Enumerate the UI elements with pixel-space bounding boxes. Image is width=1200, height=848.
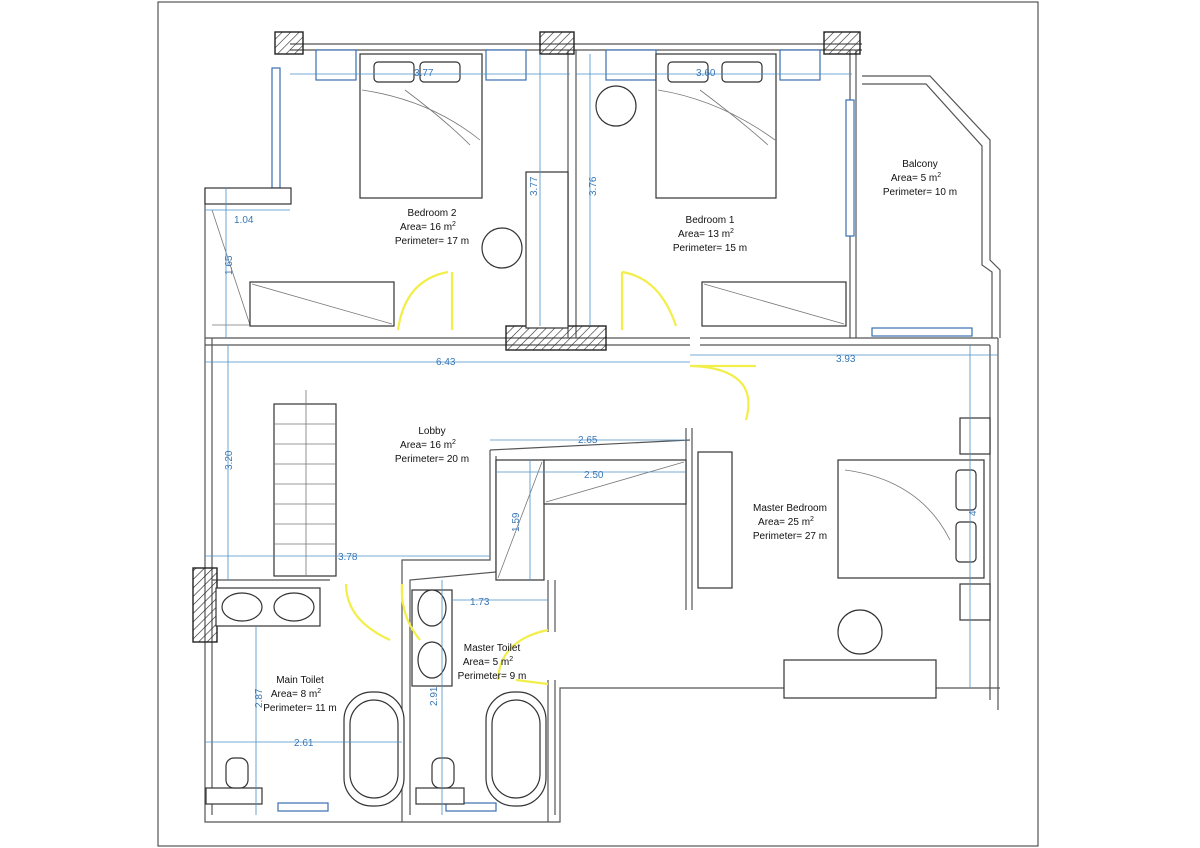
dimension-lines: [205, 54, 998, 815]
room-perimeter: Perimeter= 27 m: [753, 531, 827, 542]
room-name: Master Toilet: [464, 643, 521, 654]
dim-lobby-width: 6.43: [436, 357, 456, 368]
room-perimeter: Perimeter= 10 m: [883, 187, 957, 198]
room-perimeter: Perimeter= 15 m: [673, 243, 747, 254]
room-lobby: Lobby Area= 16 m2 Perimeter= 20 m: [395, 426, 469, 465]
dim-lobby-height: 3.20: [224, 450, 235, 470]
dim-right-width: 3.93: [836, 354, 856, 365]
sheet-frame: [157, 1, 1039, 847]
room-area: Area= 25 m2: [758, 516, 814, 528]
dim-master-bed-height: 4: [968, 510, 979, 516]
doors: [344, 270, 756, 686]
room-area: Area= 13 m2: [678, 228, 734, 240]
dim-stair-height: 1.59: [511, 512, 522, 532]
room-area: Area= 5 m2: [891, 172, 941, 184]
room-bedroom-1: Bedroom 1 Area= 13 m2 Perimeter= 15 m: [673, 215, 747, 254]
dim-closet-height: 1.65: [224, 255, 235, 275]
dim-bed1-depth: 3.76: [588, 176, 599, 196]
room-name: Bedroom 2: [408, 208, 457, 219]
room-perimeter: Perimeter= 11 m: [263, 703, 336, 714]
dim-main-toilet-width: 2.61: [294, 738, 314, 749]
dim-stair-width: 2.65: [578, 435, 598, 446]
furniture: [204, 53, 991, 807]
room-area: Area= 8 m2: [271, 688, 321, 700]
columns: [192, 31, 861, 643]
room-bedroom-2: Bedroom 2 Area= 16 m2 Perimeter= 17 m: [395, 208, 469, 247]
dim-bed2-width: 3.77: [414, 68, 434, 79]
room-balcony: Balcony Area= 5 m2 Perimeter= 10 m: [883, 159, 957, 198]
room-name: Lobby: [418, 426, 445, 437]
dim-toilet-top: 3.78: [338, 552, 358, 563]
dim-closet-width: 1.04: [234, 215, 254, 226]
dim-master-toilet-height: 2.91: [429, 686, 440, 706]
room-master-toilet: Master Toilet Area= 5 m2 Perimeter= 9 m: [458, 643, 527, 682]
room-perimeter: Perimeter= 9 m: [458, 671, 527, 682]
room-perimeter: Perimeter= 17 m: [395, 236, 469, 247]
dim-bed2-depth: 3.77: [529, 176, 540, 196]
dim-main-toilet-height: 2.87: [254, 688, 265, 708]
room-name: Balcony: [902, 159, 938, 170]
room-name: Master Bedroom: [753, 503, 827, 514]
room-master-bedroom: Master Bedroom Area= 25 m2 Perimeter= 27…: [753, 503, 827, 542]
dimension-labels: 3.77 3.60 3.77 3.76 1.04 1.65 6.43 3.93 …: [224, 68, 979, 749]
room-name: Bedroom 1: [686, 215, 735, 226]
room-area: Area= 16 m2: [400, 221, 456, 233]
room-main-toilet: Main Toilet Area= 8 m2 Perimeter= 11 m: [263, 675, 336, 714]
room-perimeter: Perimeter= 20 m: [395, 454, 469, 465]
room-area: Area= 5 m2: [463, 656, 513, 668]
dim-bed1-width: 3.60: [696, 68, 716, 79]
room-labels: Bedroom 2 Area= 16 m2 Perimeter= 17 m Be…: [263, 159, 957, 714]
dim-stair-inner: 2.50: [584, 470, 604, 481]
room-name: Main Toilet: [276, 675, 324, 686]
room-area: Area= 16 m2: [400, 439, 456, 451]
windows: [271, 49, 973, 812]
dim-master-toilet-width: 1.73: [470, 597, 490, 608]
